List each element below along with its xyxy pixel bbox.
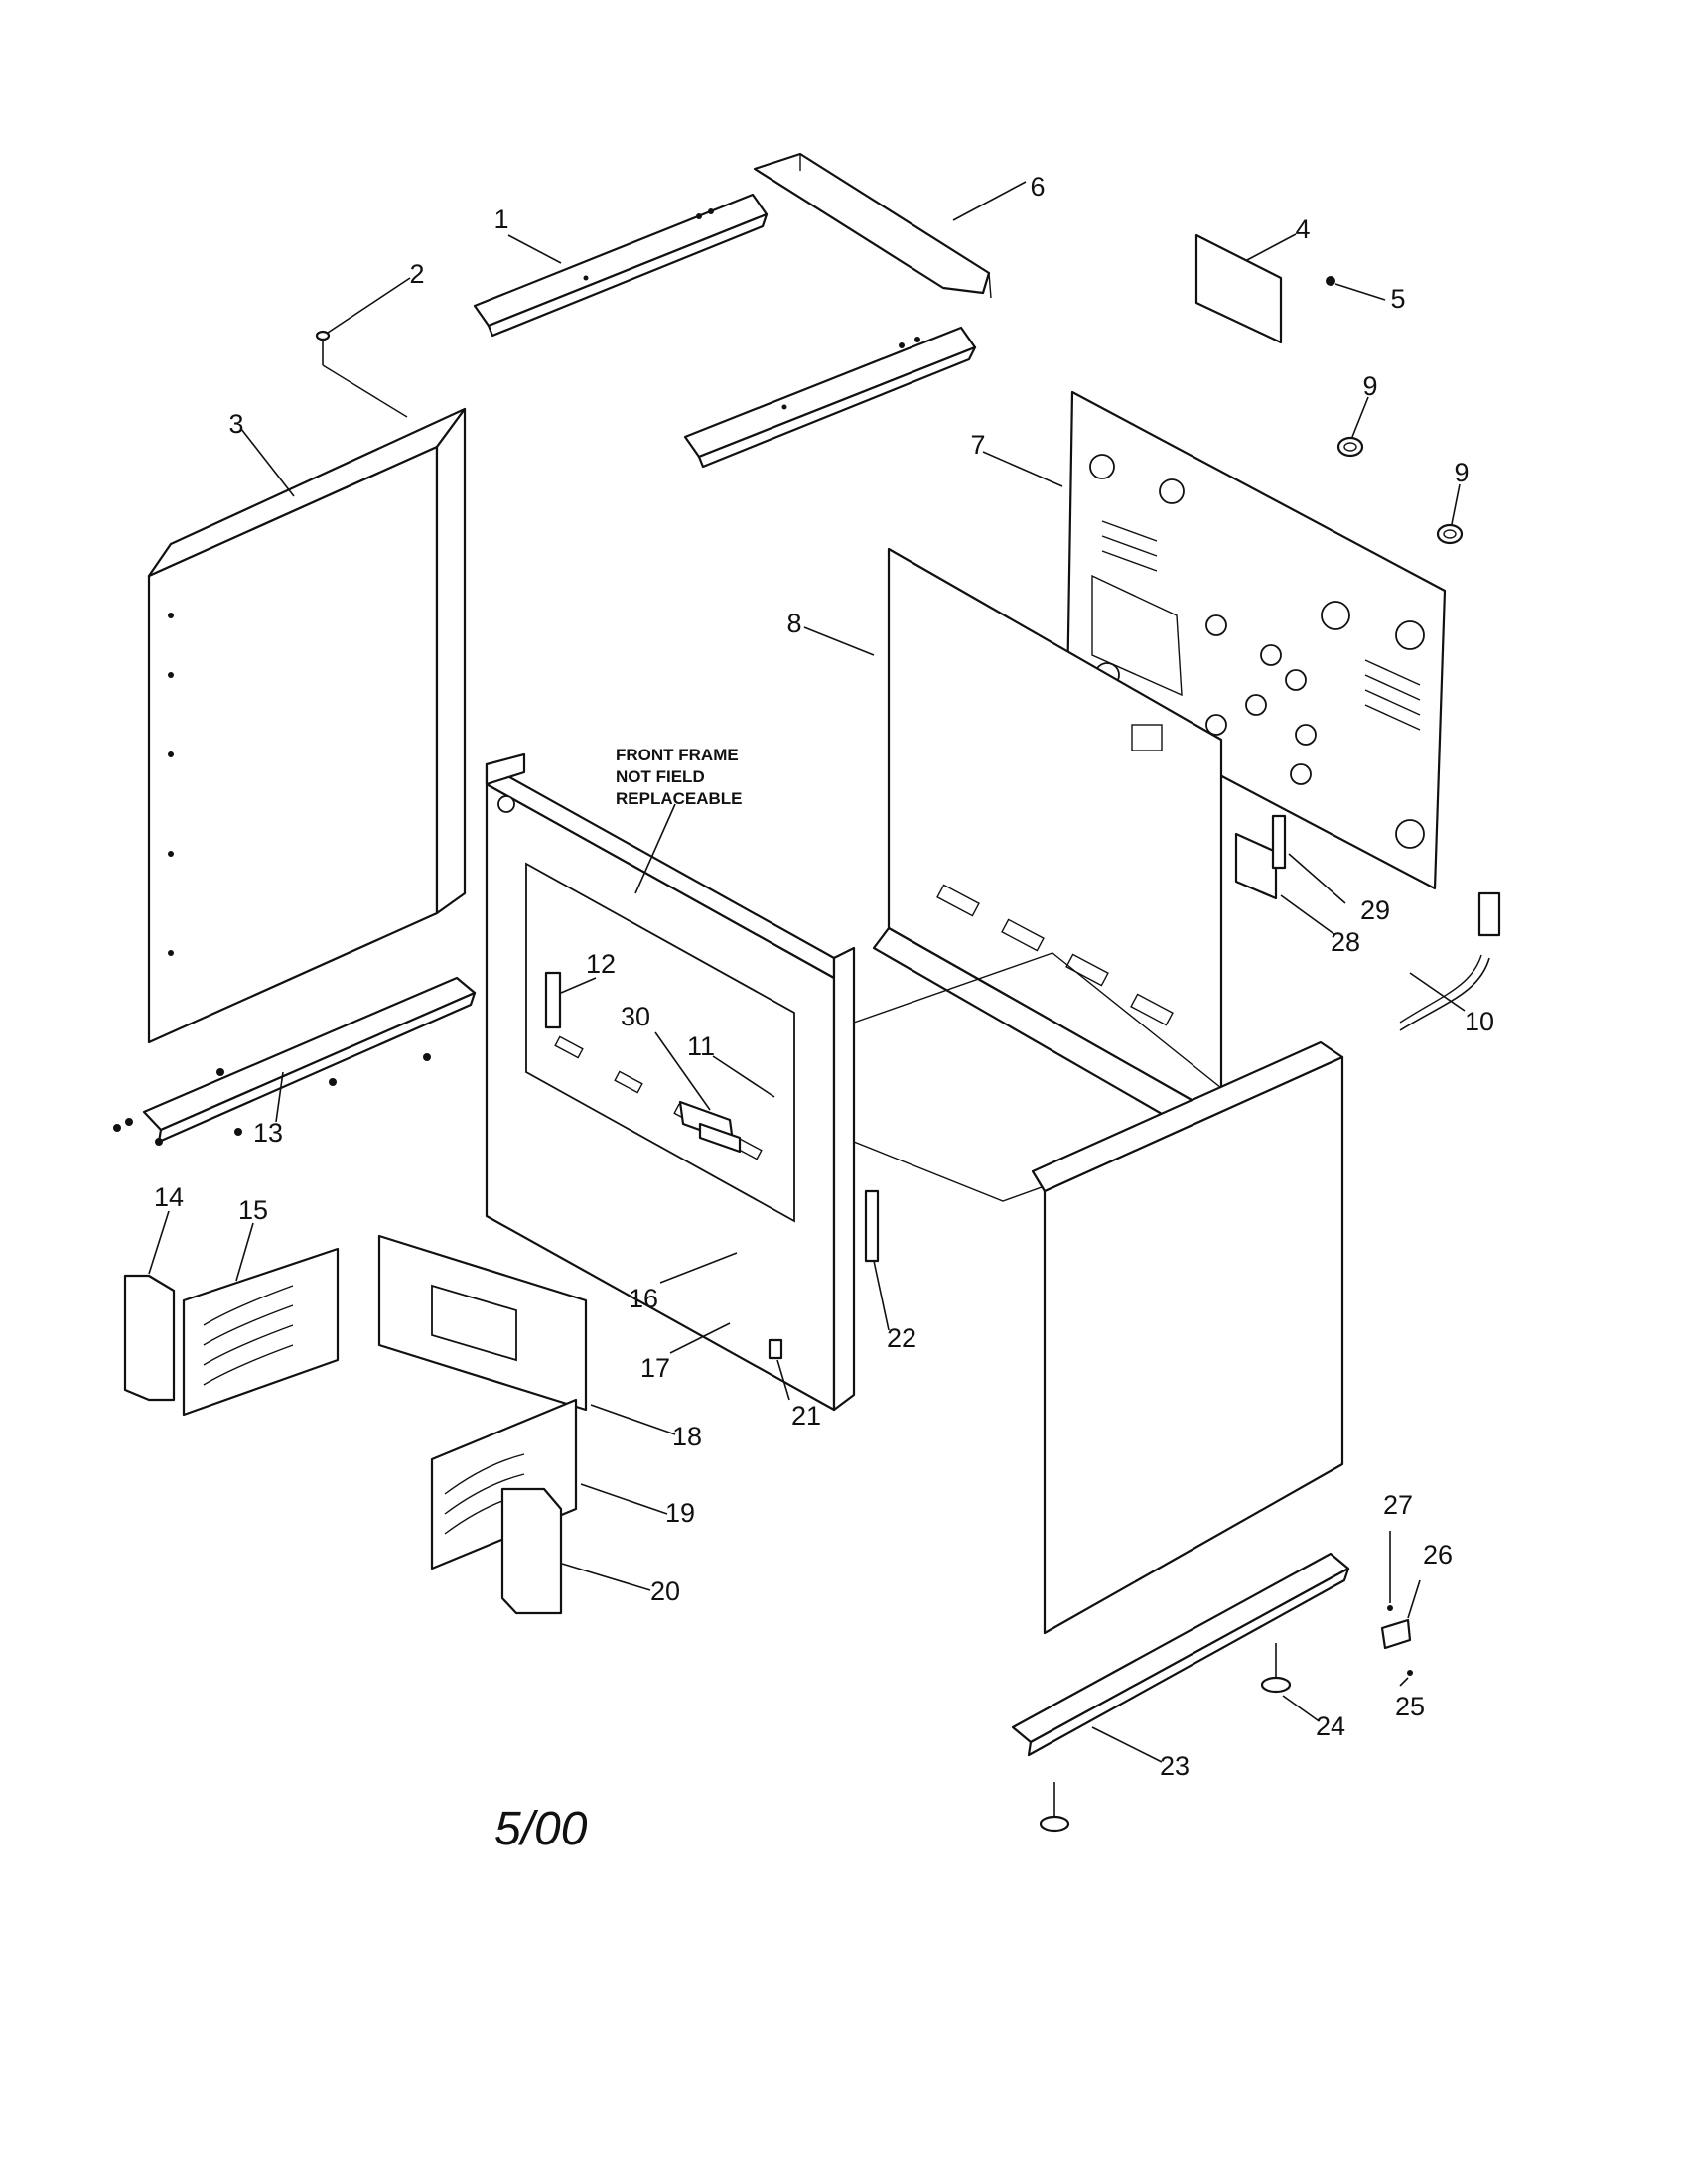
callout-17: 17 — [640, 1353, 670, 1383]
part-29-clip — [1271, 814, 1287, 870]
callout-2: 2 — [409, 259, 424, 289]
callout-21: 21 — [791, 1401, 821, 1431]
part-1-lower-brace — [683, 326, 977, 469]
note-line-3: REPLACEABLE — [616, 789, 743, 808]
callout-4: 4 — [1295, 214, 1310, 244]
callout-23: 23 — [1160, 1751, 1190, 1781]
part-18-control-panel — [377, 1234, 588, 1412]
callout-1: 1 — [493, 205, 508, 234]
callout-26: 26 — [1423, 1540, 1453, 1570]
part-6-angle-strip — [753, 152, 992, 299]
part-2-screw — [315, 330, 408, 418]
callout-19: 19 — [665, 1498, 695, 1528]
callout-13: 13 — [253, 1118, 283, 1148]
part-20-end-cap — [500, 1487, 563, 1615]
front-frame-note: FRONT FRAME NOT FIELD REPLACEABLE — [616, 746, 743, 808]
part-10-power-cord — [1399, 891, 1501, 1031]
part-4-cover-plate — [1194, 233, 1283, 344]
callout-28: 28 — [1331, 927, 1360, 957]
part-27-screw — [1387, 1605, 1393, 1611]
callout-16: 16 — [629, 1284, 658, 1313]
part-23-right-base-rail — [1011, 1552, 1350, 1757]
right-side-panel — [1031, 1040, 1344, 1635]
callout-22: 22 — [887, 1323, 916, 1353]
part-21-clip — [768, 1338, 783, 1360]
part-30-latch — [678, 1100, 742, 1154]
callout-24: 24 — [1316, 1711, 1345, 1741]
callout-8: 8 — [786, 609, 801, 638]
part-1-top-brace — [473, 193, 769, 338]
part-12-hinge-receiver — [544, 971, 562, 1029]
part-8-inner-panel — [872, 547, 1223, 1139]
callout-27: 27 — [1383, 1490, 1413, 1520]
callout-25: 25 — [1395, 1692, 1425, 1721]
part-7-rear-panel — [1065, 390, 1447, 890]
callout-14: 14 — [154, 1182, 184, 1212]
part-24-leveling-leg — [1039, 1643, 1292, 1833]
callout-12: 12 — [586, 949, 616, 979]
callout-9a: 9 — [1362, 371, 1377, 401]
note-line-1: FRONT FRAME — [616, 746, 739, 764]
part-3-left-side-panel — [147, 407, 467, 1044]
callout-11: 11 — [687, 1031, 715, 1061]
part-25-screw — [1407, 1670, 1413, 1676]
part-28-bracket — [1234, 832, 1278, 900]
part-26-bracket — [1380, 1618, 1412, 1650]
part-14-end-cap — [123, 1274, 176, 1402]
callout-7: 7 — [970, 430, 985, 460]
part-5-screw — [1326, 276, 1335, 286]
callout-20: 20 — [650, 1576, 680, 1606]
callout-15: 15 — [238, 1195, 268, 1225]
part-9-grommet-b — [1436, 523, 1464, 545]
date-code: 5/00 — [494, 1803, 588, 1855]
part-9-grommet-a — [1336, 436, 1364, 458]
callout-30: 30 — [621, 1002, 650, 1031]
callout-9b: 9 — [1454, 458, 1469, 487]
note-line-2: NOT FIELD — [616, 767, 705, 786]
leader-lines — [148, 181, 1466, 1763]
callout-6: 6 — [1030, 172, 1045, 202]
part-15-vent-panel — [182, 1247, 340, 1417]
callout-18: 18 — [672, 1422, 702, 1451]
callout-29: 29 — [1360, 895, 1390, 925]
callout-labels: 1 2 3 4 5 6 7 8 9 9 10 11 12 13 14 15 16… — [154, 172, 1494, 1781]
part-19-vent-panel — [430, 1398, 578, 1570]
part-13-left-base-rail — [113, 976, 477, 1146]
callout-5: 5 — [1390, 284, 1405, 314]
callout-10: 10 — [1465, 1007, 1494, 1036]
part-22-hinge — [864, 1189, 880, 1263]
callout-3: 3 — [228, 409, 243, 439]
